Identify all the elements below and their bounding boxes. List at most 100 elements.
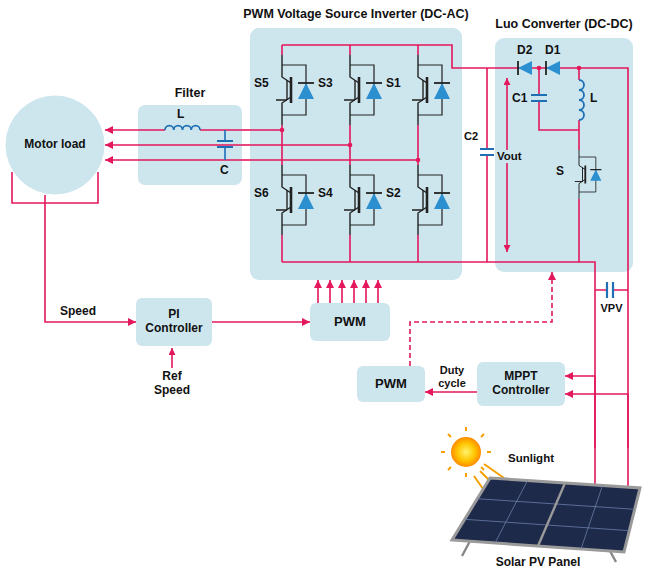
illustration-label: Sunlight [508,452,554,465]
input-arrow [171,348,173,368]
connector [212,322,310,323]
capacitor-symbol [531,95,547,101]
connector-line [565,394,628,448]
inductor-symbol [165,126,200,130]
connector [425,392,477,393]
component-label: S [556,165,564,179]
luo-wire [495,68,628,272]
pwm-box: PWM [357,366,425,402]
edge-label: Duty cycle [428,364,476,389]
signal-label: Vout [497,150,522,163]
connector [242,130,250,160]
edge-label: Speed [60,305,96,319]
node-label: PWM [334,315,366,330]
connector [318,280,378,303]
node-title: Motor load [24,138,85,152]
component-label: D2 [517,44,532,58]
igbt-symbol [344,55,382,125]
connector-line [341,280,343,303]
node-label: MPPT Controller [481,370,561,398]
inverter-panel [250,28,462,280]
connector-line [242,159,250,161]
igbt-symbol [412,55,450,125]
node-label: PI Controller [140,308,208,336]
signal-label: VPV [599,302,624,315]
motor-load-circle: Motor load [5,95,105,195]
panel-title: Filter [175,86,206,100]
junction-dot [280,128,285,133]
pwm-box: PWM [310,303,390,341]
component-label: D1 [545,44,560,58]
capacitor-lead [595,289,628,291]
connector-line [242,129,250,131]
switch-symbol [575,150,602,199]
diode-triangle [546,61,560,75]
motor-circle [6,96,104,194]
connector-line [365,280,367,303]
connector-line [105,159,138,161]
connector-line [329,280,331,303]
connector-line [353,280,355,303]
component-label: S4 [318,187,333,201]
diode-bar [517,61,519,75]
capacitor-symbol [217,141,233,147]
connector-line [317,280,319,303]
input-label: Ref Speed [147,370,197,398]
connector-line [45,195,136,322]
connector-line [565,376,595,448]
capacitor-symbol [480,149,494,155]
connector [462,68,495,262]
connector-line [105,144,138,146]
junction-dot [537,66,542,71]
node-label: PWM [375,377,407,392]
solar-panel-picture [452,478,640,552]
controller-box: MPPT Controller [477,362,565,406]
junction-dot [416,158,421,163]
voltage-arrow [506,78,508,252]
connector [45,195,136,322]
sun-rays [441,427,491,477]
panel-title: PWM Voltage Source Inverter (DC-AC) [243,7,469,21]
connector [410,272,552,366]
component-label: L [177,108,184,122]
connector-line [105,129,138,131]
connector [565,376,628,448]
connector [105,130,138,160]
inductor-symbol [579,80,584,120]
connector-line [377,280,379,303]
sun-ray [441,427,491,477]
panel-caption: Solar PV Panel [496,556,581,570]
diode-triangle [518,61,532,75]
junction-dot [577,66,582,71]
igbt-symbol [412,165,450,235]
component-label: L [590,92,597,106]
panel-lead [595,448,628,487]
diode-bar [545,61,547,75]
connector-line [410,272,552,366]
igbt-symbol [276,165,314,235]
capacitor-lead [486,68,488,262]
capacitor-symbol [607,282,613,298]
inverter-wire [250,45,462,262]
controller-box: PI Controller [136,298,212,346]
panel-grid [465,481,635,550]
connector [595,272,628,448]
component-label: C2 [464,130,478,143]
filter-wire [138,130,242,160]
component-label: S2 [386,187,401,201]
igbt-symbol [344,165,382,235]
component-label: S5 [254,77,269,91]
sun-icon [451,437,481,467]
component-label: C1 [512,92,527,106]
component-label: S3 [318,77,333,91]
filter-block: FilterLC [138,105,242,185]
panel-divider [538,483,565,546]
igbt-symbol [276,55,314,125]
junction-dot [348,143,353,148]
component-label: S1 [386,77,401,91]
connector-line [212,321,310,323]
connector-line [242,144,250,146]
connector-line [462,261,495,263]
component-label: S6 [254,187,269,201]
